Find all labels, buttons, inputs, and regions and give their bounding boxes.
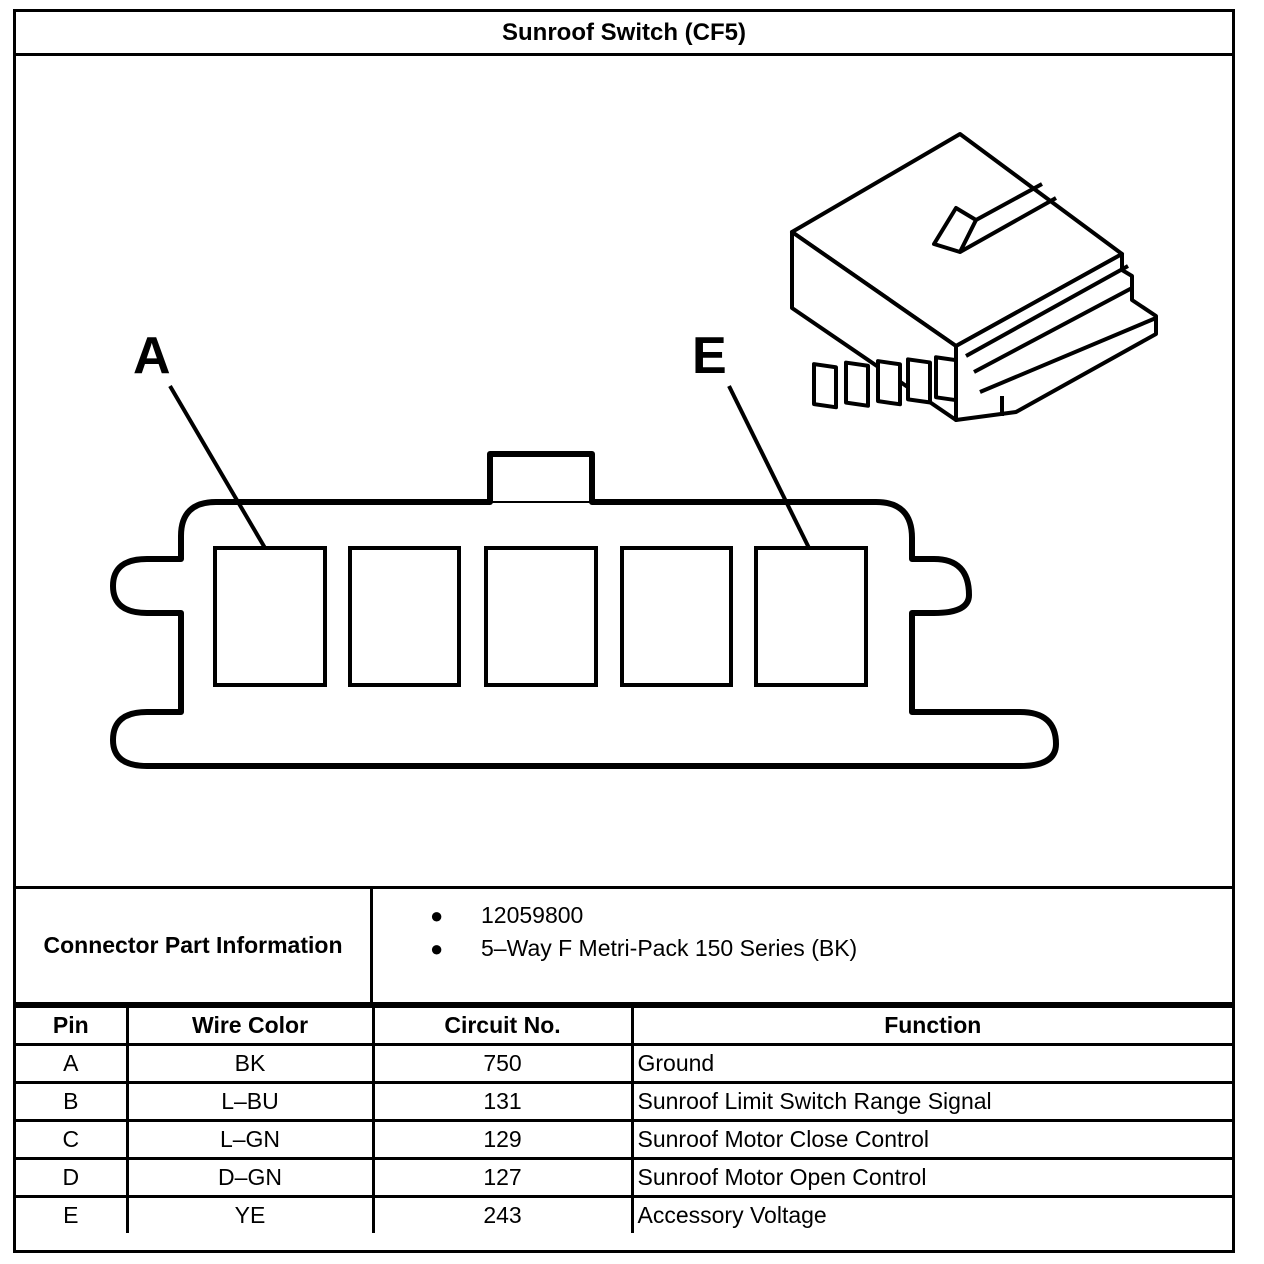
iso-rail-1 xyxy=(965,264,1129,358)
table-row: C L–GN 129 Sunroof Motor Close Control xyxy=(16,1119,1232,1160)
iso-cavity-5 xyxy=(934,355,958,403)
connector-part-information: Connector Part Information ● 12059800 ● … xyxy=(16,886,1232,1005)
table-row: D D–GN 127 Sunroof Motor Open Control xyxy=(16,1157,1232,1198)
cell-pin: B xyxy=(16,1081,129,1122)
iso-side xyxy=(954,252,1158,422)
cell-wire-color: D–GN xyxy=(125,1157,375,1198)
iso-cavity-2 xyxy=(844,360,870,408)
cavity-e xyxy=(754,546,868,687)
connector-description: 5–Way F Metri-Pack 150 Series (BK) xyxy=(481,935,858,961)
cell-wire-color: BK xyxy=(125,1043,375,1084)
cell-pin: E xyxy=(16,1195,129,1233)
pin-table: Pin Wire Color Circuit No. Function A BK… xyxy=(16,1005,1232,1233)
pin-label-a: A xyxy=(133,327,171,385)
header-function: Function xyxy=(630,1005,1232,1046)
connector-face xyxy=(110,451,1059,769)
cell-wire-color: L–BU xyxy=(125,1081,375,1122)
pin-label-e: E xyxy=(692,327,727,385)
table-row: E YE 243 Accessory Voltage xyxy=(16,1195,1232,1233)
cavity-group xyxy=(213,546,868,687)
cavity-c xyxy=(484,546,598,687)
iso-latch-rail xyxy=(975,182,1043,222)
header-wire-color: Wire Color xyxy=(125,1005,375,1046)
cavity-a xyxy=(213,546,327,687)
iso-rail-3 xyxy=(979,316,1157,394)
iso-latch-rail-2 xyxy=(959,196,1057,254)
cell-circuit: 750 xyxy=(371,1043,634,1084)
connector-diagram: A E xyxy=(16,56,1232,886)
connector-body-outline xyxy=(110,451,1059,769)
bullet-icon: ● xyxy=(430,903,444,928)
part-number: 12059800 xyxy=(481,902,584,928)
table-row: A BK 750 Ground xyxy=(16,1043,1232,1084)
cell-wire-color: YE xyxy=(125,1195,375,1233)
connector-info-item: ● 12059800 xyxy=(373,899,1232,932)
cell-pin: A xyxy=(16,1043,129,1084)
cell-function: Sunroof Motor Close Control xyxy=(630,1119,1232,1160)
cavity-b xyxy=(348,546,461,687)
cell-wire-color: L–GN xyxy=(125,1119,375,1160)
cell-pin: C xyxy=(16,1119,129,1160)
connector-info-item: ● 5–Way F Metri-Pack 150 Series (BK) xyxy=(373,932,1232,965)
cell-pin: D xyxy=(16,1157,129,1198)
iso-cavity-1 xyxy=(812,362,838,410)
iso-cavity-3 xyxy=(876,359,902,407)
pin-table-header: Pin Wire Color Circuit No. Function xyxy=(16,1005,1232,1046)
connector-info-list: ● 12059800 ● 5–Way F Metri-Pack 150 Seri… xyxy=(373,889,1232,1012)
cell-function: Ground xyxy=(630,1043,1232,1084)
cell-function: Accessory Voltage xyxy=(630,1195,1232,1233)
connector-iso-view xyxy=(790,132,1158,422)
cell-circuit: 129 xyxy=(371,1119,634,1160)
header-pin: Pin xyxy=(16,1005,129,1046)
cell-function: Sunroof Limit Switch Range Signal xyxy=(630,1081,1232,1122)
iso-cavity-4 xyxy=(906,357,932,405)
connector-drawing: A E xyxy=(110,132,1158,769)
cell-function: Sunroof Motor Open Control xyxy=(630,1157,1232,1198)
connector-sheet: Sunroof Switch (CF5) A E xyxy=(13,9,1235,1253)
connector-info-label: Connector Part Information xyxy=(16,889,373,1002)
cavity-d xyxy=(620,546,733,687)
cell-circuit: 243 xyxy=(371,1195,634,1233)
leader-line-a xyxy=(168,384,267,550)
page-title: Sunroof Switch (CF5) xyxy=(16,12,1232,56)
cell-circuit: 127 xyxy=(371,1157,634,1198)
header-circuit: Circuit No. xyxy=(371,1005,634,1046)
iso-rail-2 xyxy=(973,286,1133,374)
bullet-icon: ● xyxy=(430,936,444,961)
table-row: B L–BU 131 Sunroof Limit Switch Range Si… xyxy=(16,1081,1232,1122)
cell-circuit: 131 xyxy=(371,1081,634,1122)
leader-line-e xyxy=(727,385,811,549)
